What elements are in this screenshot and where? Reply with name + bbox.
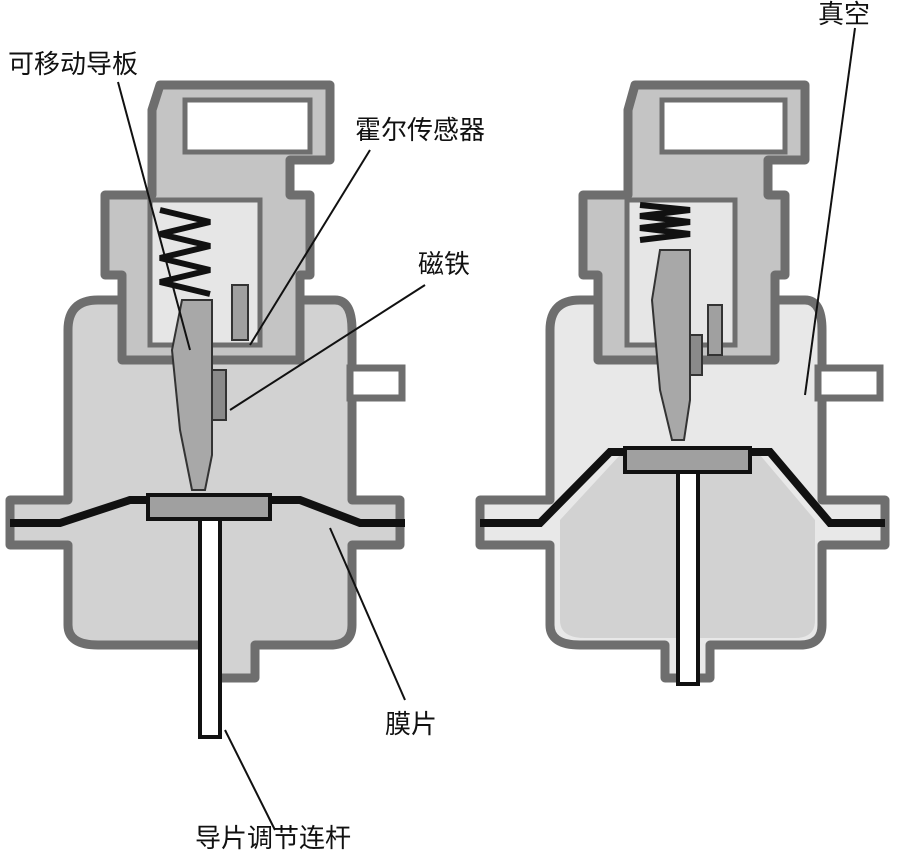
- left-hall-sensor: [231, 284, 249, 341]
- left-connector-slot: [182, 97, 313, 155]
- left-spring: [159, 207, 211, 297]
- left-guide-plate: [170, 299, 213, 491]
- left-rod: [198, 517, 222, 739]
- left-actuator: [5, 80, 406, 739]
- right-spring: [639, 202, 691, 243]
- leader-guide-plate: [117, 81, 191, 351]
- right-actuator: [475, 80, 890, 686]
- right-vacuum-port: [814, 364, 884, 402]
- leader-hall-sensor: [249, 149, 371, 346]
- leader-diaphragm: [329, 527, 406, 701]
- right-rod: [676, 470, 700, 686]
- right-hall-sensor: [707, 304, 723, 356]
- label-hall-sensor: 霍尔传感器: [355, 116, 486, 146]
- label-guide-vane-rod: 导片调节连杆: [195, 824, 352, 854]
- leader-lines: [117, 27, 856, 831]
- right-magnet: [689, 334, 703, 376]
- label-movable-guide-plate: 可移动导板: [8, 50, 139, 80]
- leader-magnet: [229, 284, 426, 411]
- label-vacuum: 真空: [818, 0, 871, 30]
- leader-rod: [224, 729, 276, 831]
- right-connector-slot: [659, 97, 788, 155]
- label-diaphragm: 膜片: [385, 710, 438, 740]
- right-diaphragm-plate: [623, 446, 752, 474]
- left-magnet: [211, 369, 227, 421]
- left-vacuum-port: [346, 364, 406, 402]
- right-guide-plate: [650, 249, 691, 441]
- left-diaphragm-plate: [146, 493, 272, 521]
- leader-vacuum: [804, 27, 856, 396]
- label-magnet: 磁铁: [418, 250, 471, 280]
